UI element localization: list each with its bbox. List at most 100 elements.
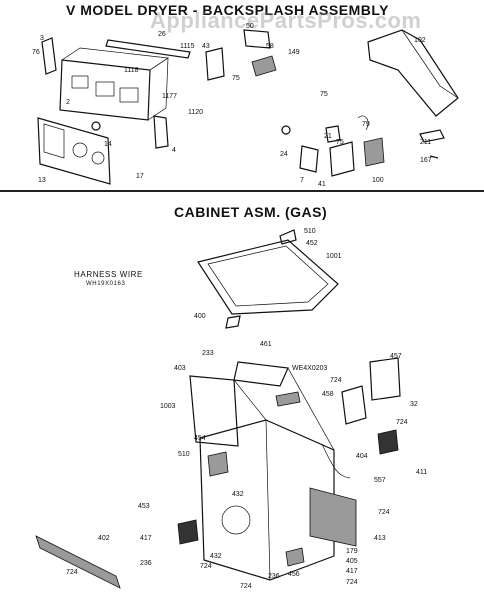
part-label: 405: [346, 558, 358, 565]
part-label: WE4X0203: [292, 365, 328, 372]
backsplash-title: V MODEL DRYER - BACKSPLASH ASSEMBLY: [66, 2, 389, 18]
harness-wire-code: WH19X0163: [86, 281, 126, 287]
cabinet-top: [197, 239, 339, 315]
part-label: 1177: [162, 93, 177, 100]
part-label: 403: [174, 365, 186, 372]
timer-knob: [153, 115, 169, 149]
leg-bracket: [177, 519, 199, 545]
part-label: 24: [280, 151, 288, 158]
part-label: 43: [202, 43, 210, 50]
part-label: 102: [414, 37, 426, 44]
part-label: 3: [40, 35, 44, 42]
power-cord: [321, 443, 351, 479]
part-label: 510: [304, 228, 316, 235]
part-label: 456: [288, 571, 300, 578]
screw: [429, 155, 439, 159]
terminal-block: [251, 55, 277, 77]
cabinet-title: CABINET ASM. (GAS): [174, 204, 328, 220]
part-label: 4: [172, 147, 176, 154]
part-label: 411: [416, 469, 427, 476]
mounting-bracket: [419, 129, 445, 143]
part-label: 557: [374, 477, 386, 484]
part-label: 75: [320, 91, 328, 98]
door-strike: [207, 451, 229, 477]
part-label: 724: [66, 569, 78, 576]
bracket: [205, 47, 225, 81]
part-label: 13: [38, 177, 46, 184]
terminal-411: [377, 429, 399, 455]
part-label: 1118: [124, 67, 139, 74]
front-panel: [37, 117, 111, 185]
hinge-clip: [225, 315, 241, 329]
timer: [329, 141, 355, 177]
part-label: 432: [210, 553, 222, 560]
part-label: 724: [240, 583, 252, 590]
part-label: 724: [378, 509, 390, 516]
part-label: 167: [420, 157, 432, 164]
part-label: 26: [158, 31, 166, 38]
timer-motor: [299, 145, 319, 173]
end-cap-right: [367, 29, 459, 117]
part-label: 724: [330, 377, 342, 384]
part-label: 100: [372, 177, 384, 184]
switch-block: [243, 29, 271, 49]
part-label: 14: [104, 141, 112, 148]
part-label: 2: [66, 99, 70, 106]
end-cap-left: [41, 37, 57, 75]
part-label: 17: [136, 173, 144, 180]
front-top-rail: [233, 361, 289, 387]
part-label: 454: [194, 435, 206, 442]
top-clip: [279, 229, 297, 245]
leveling-leg: [285, 547, 305, 567]
part-label: 413: [374, 535, 386, 542]
part-label: 50: [246, 23, 254, 30]
part-label: 236: [268, 573, 280, 580]
part-label: 404: [356, 453, 368, 460]
part-label: 179: [346, 548, 358, 555]
part-label: 32: [410, 401, 418, 408]
part-label: 211: [420, 139, 431, 146]
part-label: 1115: [180, 43, 195, 50]
switch: [325, 125, 341, 143]
timer-dial: [363, 137, 385, 167]
part-label: 7: [300, 177, 304, 184]
part-label: 453: [138, 503, 150, 510]
section-divider: [0, 190, 484, 192]
rear-panel: [309, 487, 357, 547]
part-label: 149: [288, 49, 300, 56]
part-label: 432: [232, 491, 244, 498]
part-label: 1001: [326, 253, 342, 260]
bracket-404: [341, 385, 367, 425]
door-switch: [275, 391, 301, 407]
part-label: 1003: [160, 403, 176, 410]
part-label: 233: [202, 350, 214, 357]
wire-lead: [357, 115, 369, 131]
part-label: 236: [140, 560, 152, 567]
part-label: 452: [306, 240, 318, 247]
part-label: 79: [362, 121, 370, 128]
part-labels: 3 76 26 1118 1115 43 50 58 149 102 2 117…: [32, 23, 432, 590]
side-panel: [189, 375, 239, 447]
part-label: 461: [260, 341, 272, 348]
part-label: 724: [396, 419, 408, 426]
toe-panel: [35, 535, 121, 589]
part-label: 724: [200, 563, 212, 570]
part-label: 402: [98, 535, 110, 542]
part-label: 58: [266, 43, 274, 50]
access-cover: [369, 357, 401, 401]
part-label: 457: [390, 353, 402, 360]
part-label: 724: [346, 579, 358, 586]
part-label: 510: [178, 451, 190, 458]
trim-strip: [105, 39, 191, 59]
part-label: 1120: [188, 109, 203, 116]
part-label: 75: [232, 75, 240, 82]
part-label: 400: [194, 313, 206, 320]
part-label: 458: [322, 391, 334, 398]
part-label: 41: [318, 181, 326, 188]
part-label: 417: [346, 568, 358, 575]
watermark: AppliancePartsPros.com: [150, 8, 422, 33]
harness-wire-label: HARNESS WIRE: [74, 270, 143, 279]
part-label: 76: [32, 49, 40, 56]
knob: [91, 121, 101, 131]
